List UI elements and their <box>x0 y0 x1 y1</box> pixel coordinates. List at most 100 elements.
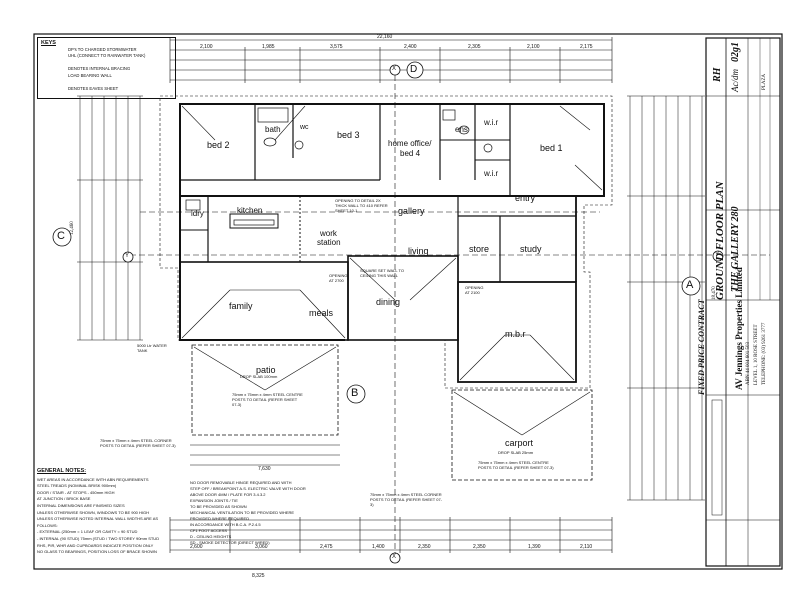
mid-note-line: IN ACCORDANCE WITH B.C.A. P.2.4.5 <box>190 522 261 527</box>
room-label-bed1: bed 1 <box>540 143 563 153</box>
general-note-line: STEEL TREADS (NOMINAL BRISK 900mm) <box>37 483 117 489</box>
mid-note-line: NO DOOR REMOVABLE HINGE REQUIRED AND WIT… <box>190 480 292 485</box>
note-patio-drop: DROP SLAB 100mm <box>240 374 278 379</box>
dim-bottom-overall: 8,325 <box>252 573 265 579</box>
marker-x-label: X <box>392 66 397 72</box>
general-note-line: UNLESS OTHERWISE SHOWN, WINDOWS TO BE 90… <box>37 509 150 515</box>
marker-b <box>346 384 366 404</box>
dim-bottom: 2,475 <box>320 544 333 550</box>
mid-note-line: ABOVE DOOR 4MM / PLATE FOR 3.4.3.2 <box>190 492 266 497</box>
marker-x-bottom <box>389 552 401 564</box>
general-notes-title: GENERAL NOTES: <box>37 468 87 474</box>
company-name: AV Jennings Properties Limited <box>734 267 744 390</box>
dim-top: 2,400 <box>404 44 417 50</box>
sheet-number: 02g1 <box>730 42 741 62</box>
dim-patio-width: 7,630 <box>258 466 271 472</box>
facade-name: PLAZA <box>762 73 767 90</box>
room-label-station: station <box>317 238 341 247</box>
mid-notes: NO DOOR REMOVABLE HINGE REQUIRED AND WIT… <box>190 480 320 546</box>
marker-c <box>52 227 72 247</box>
sheet-border <box>33 33 783 570</box>
mid-note-line: TO BE PROVIDED AS SHOWN <box>190 504 247 509</box>
marker-d <box>406 61 424 79</box>
note-corner-post: 75mm x 75mm x 4mm STEEL CORNER POSTS TO … <box>100 438 176 448</box>
mid-note-line: CF1 FOOT ACCESS <box>190 528 228 533</box>
marker-x-bottom-label: X <box>392 554 397 560</box>
room-label-ldry: ldry <box>191 209 204 218</box>
room-label-bed3: bed 3 <box>337 130 360 140</box>
dim-top: 2,175 <box>580 44 593 50</box>
general-note-line: NO GLASS TO BEARINGS, POSITION LOSS OF B… <box>37 549 157 555</box>
dim-bottom: 3,060 <box>255 544 268 550</box>
scale-note: Ac/dm <box>730 69 740 92</box>
room-label-ens: ens <box>455 125 468 134</box>
dim-top: 2,100 <box>200 44 213 50</box>
marker-d-label: D <box>410 64 418 75</box>
room-label-gallery: gallery <box>398 206 425 216</box>
dim-overall-width: 22,160 <box>377 34 393 40</box>
dim-bottom: 2,350 <box>418 544 431 550</box>
general-note-line: UNLESS OTHERWISE NOTED INTERNAL WALL WID… <box>37 516 159 528</box>
general-note-line: - EXTERNAL (250mm = 1 LEAF OR CAVITY = 9… <box>37 529 138 535</box>
room-label-dining: dining <box>376 297 401 307</box>
note-opening-gallery: OPENING TO DETAIL 2X THICK WALL TO 410 R… <box>335 198 388 213</box>
room-label-bed2: bed 2 <box>207 140 230 150</box>
dim-bottom: 2,110 <box>580 544 593 550</box>
room-label-wir-top: w.i.r <box>484 118 499 127</box>
room-label-bath: bath <box>265 125 281 134</box>
general-note-line: RHS, PIR, WHR AND CUPBOARDS INDICATE POS… <box>37 542 154 548</box>
sheet-code: RH <box>712 67 723 82</box>
dim-top: 2,305 <box>468 44 481 50</box>
room-label-patio: patio <box>256 365 276 375</box>
dim-top: 3,575 <box>330 44 343 50</box>
dim-bottom: 1,400 <box>372 544 385 550</box>
company-line-2: ABN 44 004 601 503 <box>746 341 751 385</box>
keys-item: LOAD BEARING WALL <box>68 73 112 78</box>
room-label-mbr: m.b.r <box>505 329 526 339</box>
keys-item: DENOTES EAVES SHEET <box>68 86 119 91</box>
general-note-line: - INTERNAL (90 STUD) 75mm (STUD / TWO ST… <box>37 535 160 541</box>
note-carport-corner-posts: 75mm x 75mm x 4mm STEEL CORNER POSTS TO … <box>370 492 443 507</box>
dim-top: 1,985 <box>262 44 275 50</box>
keys-title: KEYS <box>41 40 56 46</box>
keys-item: DENOTES INTERNAL BRACING <box>68 66 131 71</box>
room-label-carport: carport <box>505 438 534 448</box>
general-notes: GENERAL NOTES: WET AREAS IN ACCORDANCE W… <box>37 468 172 556</box>
mid-note-line: PROVIDED WHERE REQUIRED <box>190 516 250 521</box>
marker-a-label: A <box>686 279 694 291</box>
room-label-study: study <box>520 244 542 254</box>
company-line-4: TELEPHONE: (03) 9261 3777 <box>762 322 767 385</box>
note-opening-2100: OPENING AT 2100 <box>465 285 484 295</box>
dim-bottom: 1,390 <box>528 544 541 550</box>
keys-legend: KEYS DP's TO CHARGED STORMWATER UHL (CON… <box>37 37 176 99</box>
general-note-line: AT JUNCTION / BRICK BASE <box>37 496 91 502</box>
mid-note-line: STEP OFF / BREAKPOINT A.S. ELECTRIC VALV… <box>190 486 306 491</box>
section-markers <box>52 61 724 564</box>
room-label-entry: entry <box>515 193 536 203</box>
keys-item: UHL (CONNECT TO RAINWATER TANK) <box>68 53 146 58</box>
note-water-tank: 5000 Ltr WATER TANK <box>137 343 167 353</box>
marker-x <box>389 64 401 76</box>
mid-note-line: EXPANSION JOINTS / TIE <box>190 498 238 503</box>
dim-bottom: 2,350 <box>473 544 486 550</box>
marker-y-right <box>712 250 724 262</box>
general-note-line: DOOR / STAIR - AT STOPS - 450mm HIGH <box>37 489 115 495</box>
room-label-home-office: home office/ <box>388 139 432 148</box>
mid-note-line: D - CEILING HEIGHTS <box>190 534 232 539</box>
mid-note-line: MECHANICAL VENTILATION TO BE PROVIDED WH… <box>190 510 295 515</box>
general-note-line: WET AREAS IN ACCORDANCE WITH ABN REQUIRE… <box>37 476 149 482</box>
marker-y-left-label: Y <box>125 253 130 259</box>
fixtures <box>185 107 493 226</box>
note-carport-drop: DROP SLAB 25mm <box>498 450 534 455</box>
company-line-3: LEVEL 1, 10 ROSE STREET <box>754 324 759 385</box>
house-walls <box>159 95 613 481</box>
dim-top: 2,100 <box>527 44 540 50</box>
room-label-living: living <box>408 246 429 256</box>
room-label-store: store <box>469 244 490 254</box>
note-opening-2700: OPENING AT 2700 <box>329 273 348 283</box>
room-label-family: family <box>229 301 253 311</box>
dim-left-overall: 12,460 <box>70 221 75 235</box>
general-note-line: INTERNAL DIMENSIONS ARE FINISHED SIZES <box>37 502 125 508</box>
dimension-lines <box>79 39 703 551</box>
room-label-meals: meals <box>309 308 334 318</box>
